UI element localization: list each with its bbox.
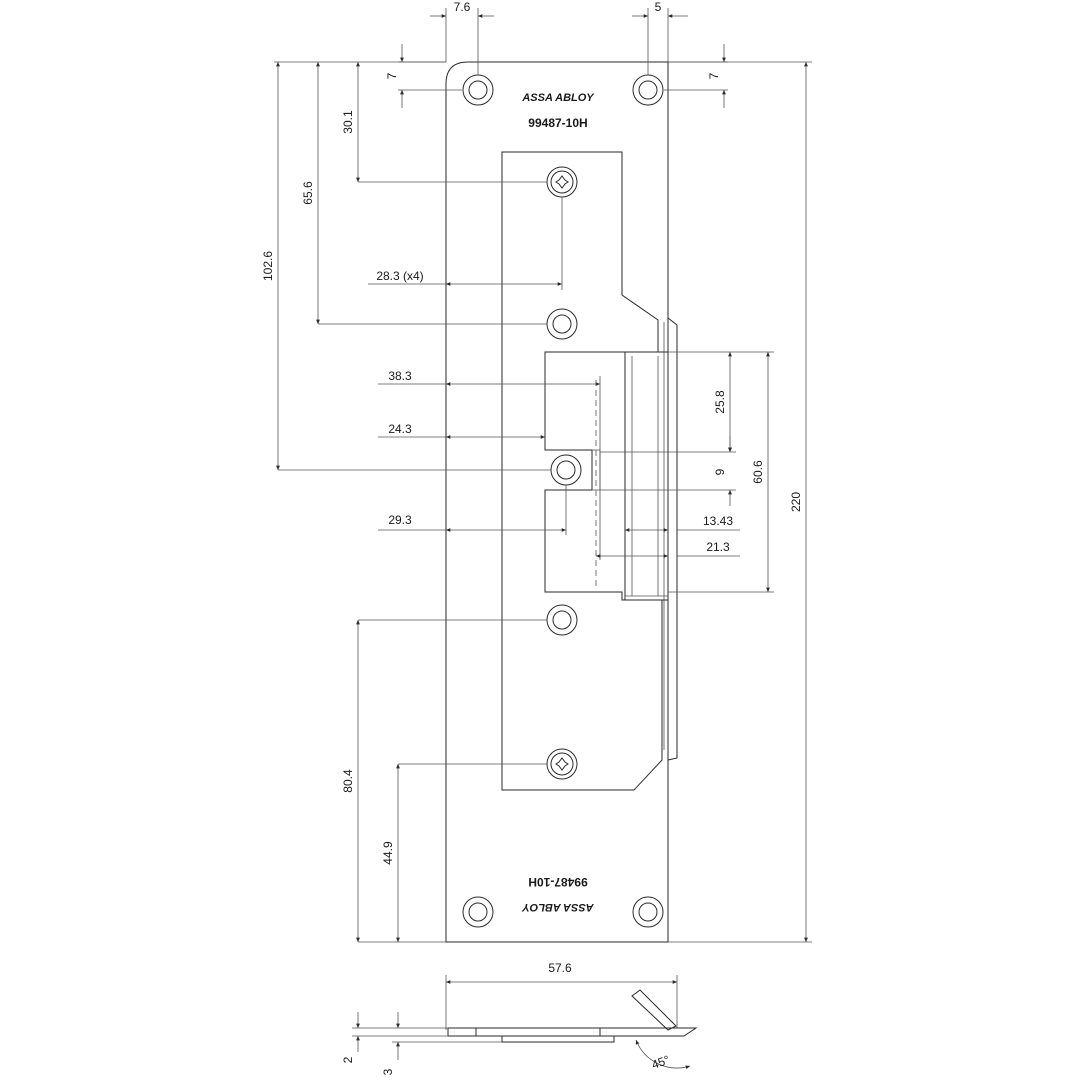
dim-label-30-1: 30.1 [341,110,355,134]
dim-220: 220 [668,61,812,943]
part-code-bottom: 99487-10H [528,875,587,889]
dim-102-6: 102.6 [261,61,551,471]
torx-screw-top [546,166,578,198]
screw-hole-lower [546,604,578,636]
dim-label-2: 2 [341,1056,355,1063]
dim-label-7-left: 7 [385,72,399,79]
mounting-hole-top-right [632,74,664,106]
mounting-hole-bottom-left [462,896,494,928]
brand-label-top: ASSA ABLOY [521,92,595,104]
dim-label-80-4: 80.4 [341,769,355,793]
dim-label-29-3: 29.3 [388,513,412,527]
dim-label-7-right: 7 [707,72,721,79]
dim-13-43: 13.43 [625,514,740,532]
dim-label-65-6: 65.6 [301,181,315,205]
dim-25-8: 25.8 [600,351,774,453]
brand-label-bottom: ASSA ABLOY [521,901,595,913]
dim-hole-offset-left: 7 [385,44,462,108]
dim-hole-offset-right: 7 [664,44,728,108]
dim-top-left: 7.6 [430,0,494,75]
dim-65-6: 65.6 [301,61,547,325]
dim-label-44-9: 44.9 [381,841,395,865]
mounting-hole-bottom-right [632,896,664,928]
dim-label-28-3: 28.3 (x4) [376,269,423,283]
dim-label-102-6: 102.6 [261,251,275,281]
dim-label-45: 45° [650,1052,672,1071]
dim-label-5: 5 [655,0,662,14]
mounting-hole-top-left [462,74,494,106]
side-profile-view: 57.6 2 3 45° [341,961,698,1075]
dim-44-9: 44.9 [381,763,547,942]
strike-plate [445,61,678,943]
dim-24-3: 24.3 [378,422,545,439]
dim-29-3: 29.3 [378,485,567,535]
dim-label-9: 9 [713,468,727,475]
dim-80-4: 80.4 [341,619,547,943]
dim-label-7-6: 7.6 [454,0,471,14]
dim-label-57-6: 57.6 [548,961,572,975]
torx-screw-bottom [546,748,578,780]
dim-label-25-8: 25.8 [713,390,727,414]
dim-label-13-43: 13.43 [703,514,733,528]
dim-60-6: 60.6 [668,352,774,593]
dim-30-1: 30.1 [341,61,547,183]
dim-28-3: 28.3 (x4) [368,197,563,290]
dim-label-24-3: 24.3 [388,422,412,436]
screw-hole-middle [550,454,582,486]
screw-hole-upper [546,308,578,340]
dim-38-3: 38.3 [378,369,601,560]
inner-faceplate [501,151,669,791]
dim-label-60-6: 60.6 [751,460,765,484]
dim-21-3: 21.3 [596,540,740,558]
dim-9: 9 [600,436,736,506]
part-code-top: 99487-10H [528,116,587,130]
dim-top-right: 5 [632,0,688,75]
dim-label-21-3: 21.3 [706,540,730,554]
dim-label-3: 3 [381,1068,395,1075]
dim-label-38-3: 38.3 [388,369,412,383]
dim-label-220: 220 [789,492,803,512]
